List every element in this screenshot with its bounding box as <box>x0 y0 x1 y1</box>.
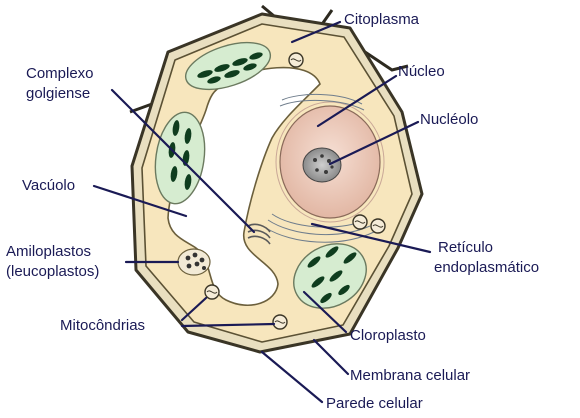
nucleolus-granules <box>313 154 334 174</box>
leader-lines <box>92 20 432 404</box>
label-mitocondrias: Mitocôndrias <box>60 317 145 334</box>
label-nucleolo: Nucléolo <box>420 111 478 128</box>
golgi-complex <box>247 223 271 245</box>
nucleus-envelope <box>275 101 385 223</box>
amyloplast <box>177 248 211 276</box>
label-complexo-line1: Complexo <box>26 65 94 82</box>
label-vacuolo: Vacúolo <box>22 177 75 194</box>
label-amiloplastos-line1: Amiloplastos <box>6 243 91 260</box>
neighbor-wall-right <box>361 48 409 72</box>
chloroplast-top <box>184 41 272 91</box>
chloroplast-bottom <box>293 243 367 309</box>
label-membrana: Membrana celular <box>350 367 470 384</box>
label-parede: Parede celular <box>326 395 423 412</box>
mitochondria <box>204 52 386 330</box>
label-complexo-line2: golgiense <box>26 85 90 102</box>
nucleolus <box>302 147 342 183</box>
label-reticulo-line2: endoplasmático <box>434 259 539 276</box>
label-amiloplastos-line2: (leucoplastos) <box>6 263 99 280</box>
label-nucleo: Núcleo <box>398 63 445 80</box>
label-cloroplasto: Cloroplasto <box>350 327 426 344</box>
label-citoplasma: Citoplasma <box>344 11 420 28</box>
label-reticulo-line1: Retículo <box>438 239 493 256</box>
